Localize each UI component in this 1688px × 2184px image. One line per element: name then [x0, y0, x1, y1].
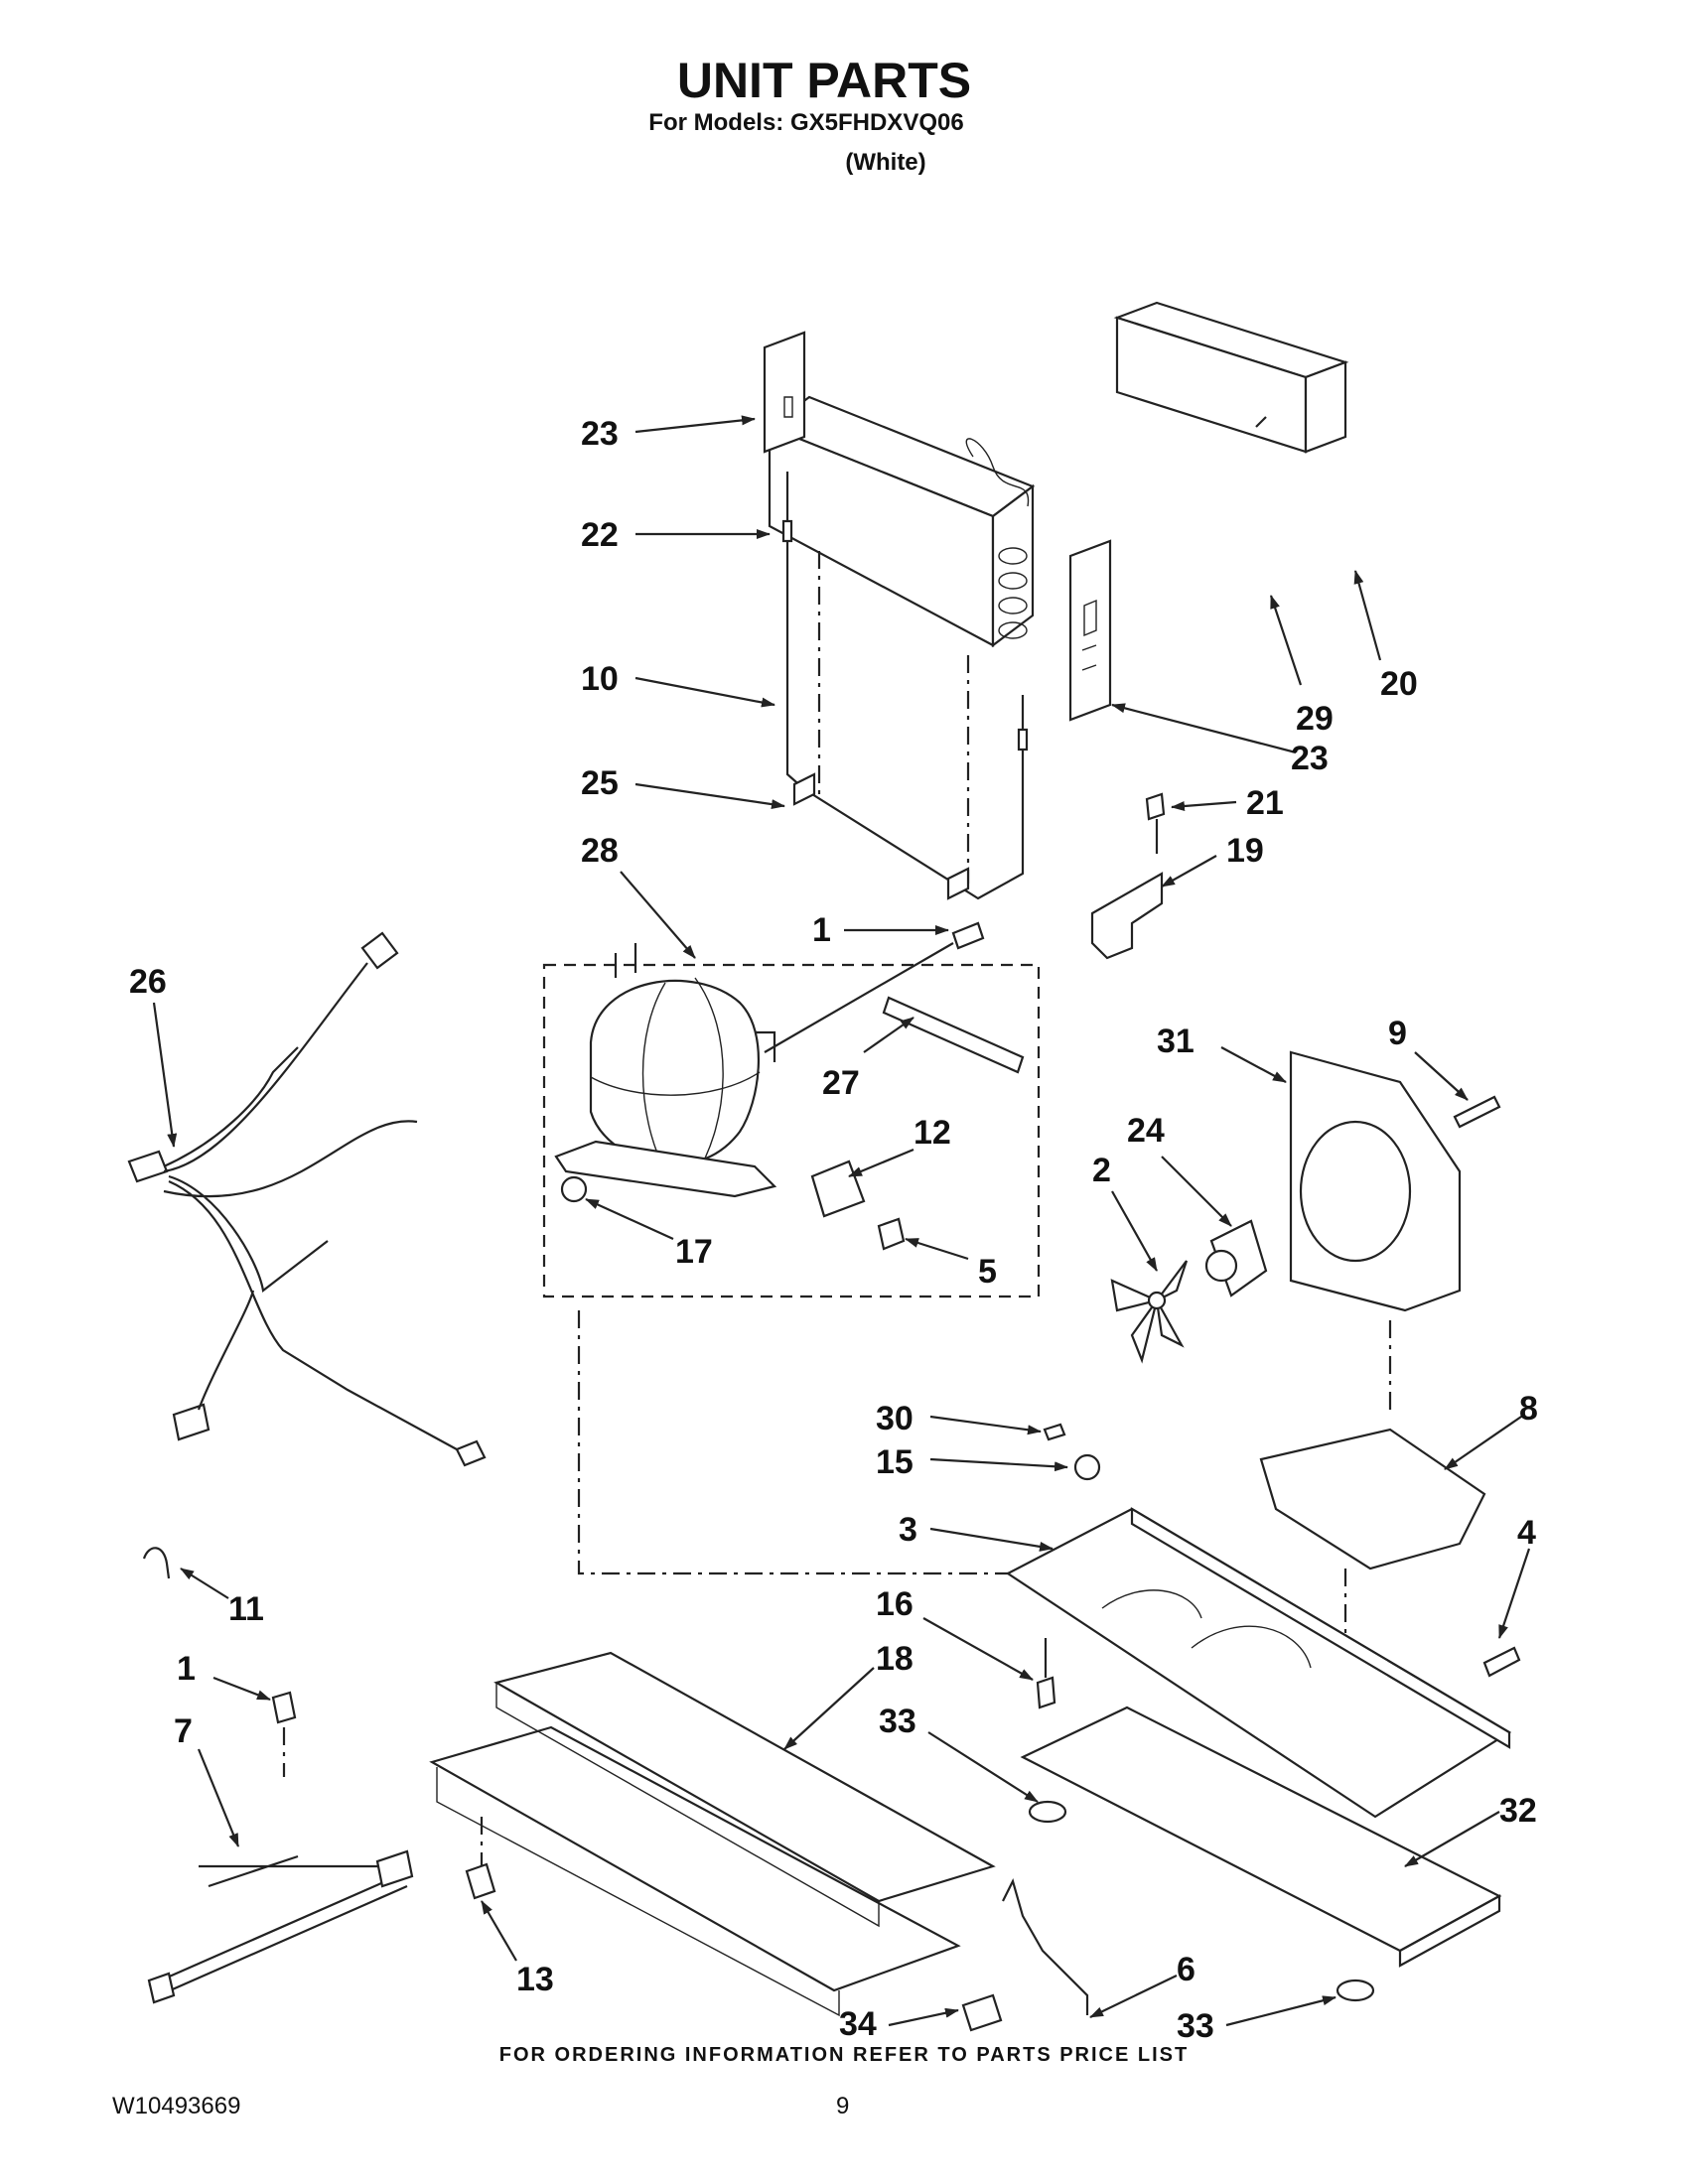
- screw-4: [1482, 1646, 1521, 1678]
- fan-blade: [1110, 1260, 1189, 1364]
- callout-18: 18: [876, 1640, 914, 1678]
- callout-29: 29: [1296, 700, 1334, 738]
- callout-10: 10: [581, 660, 619, 698]
- callout-23-left: 23: [581, 415, 619, 453]
- screw-lower: [271, 1691, 297, 1724]
- callout-33-lower: 33: [1177, 2007, 1214, 2045]
- callout-23-right: 23: [1291, 740, 1329, 777]
- callout-28: 28: [581, 832, 619, 870]
- compressor-assembly-box: [542, 963, 1041, 1298]
- screw-16: [1036, 1676, 1056, 1709]
- callout-30: 30: [876, 1400, 914, 1437]
- callout-4: 4: [1517, 1514, 1536, 1552]
- callout-27: 27: [822, 1064, 860, 1102]
- condenser-coil: [767, 395, 1036, 648]
- base-pan: [1005, 1507, 1512, 1819]
- callout-24: 24: [1127, 1112, 1165, 1150]
- callout-25: 25: [581, 764, 619, 802]
- callout-9: 9: [1388, 1015, 1407, 1052]
- condenser-bracket-right: [1068, 539, 1112, 722]
- shroud-screw: [1255, 416, 1267, 428]
- filter-drier: [882, 996, 1025, 1074]
- condenser-bracket-left: [763, 331, 806, 454]
- models-line: For Models: GX5FHDXVQ06: [648, 109, 964, 136]
- spacer: [1043, 1423, 1066, 1441]
- compressor-tube: [764, 942, 954, 1053]
- callout-1-top: 1: [812, 911, 831, 949]
- wire-harness: [127, 931, 487, 1467]
- drain-wire: [1002, 1877, 1089, 2015]
- page-title: UNIT PARTS: [676, 53, 972, 108]
- callout-3: 3: [899, 1511, 917, 1549]
- callout-8: 8: [1519, 1390, 1538, 1428]
- relay: [810, 1160, 866, 1218]
- callout-32: 32: [1499, 1792, 1537, 1830]
- callout-12: 12: [914, 1114, 951, 1152]
- compressor-mount-line: [577, 1310, 1082, 1575]
- callout-34: 34: [839, 2005, 877, 2043]
- drain-tube: [961, 1993, 1003, 2032]
- leg-33b: [1336, 1979, 1375, 2002]
- compressor: [554, 943, 777, 1198]
- callout-31: 31: [1157, 1023, 1195, 1060]
- clip-13: [465, 1862, 496, 1900]
- callout-1-lower: 1: [177, 1650, 196, 1688]
- fan-bracket: [1259, 1428, 1486, 1570]
- callout-33-upper: 33: [879, 1703, 916, 1740]
- clip-11: [142, 1547, 171, 1579]
- drain-pan: [1020, 1706, 1502, 1968]
- callout-6: 6: [1177, 1951, 1196, 1988]
- callout-22: 22: [581, 516, 619, 554]
- thermistor-harness: [781, 472, 1029, 900]
- screw-top: [951, 921, 985, 950]
- overload-cap: [877, 1217, 906, 1251]
- callout-17: 17: [675, 1233, 713, 1271]
- document-number: W10493669: [112, 2093, 241, 2119]
- callout-2: 2: [1092, 1152, 1111, 1189]
- bracket-assembly: [1090, 792, 1166, 960]
- fan-screw: [1453, 1095, 1501, 1129]
- ground-harness: [147, 1849, 414, 2004]
- callout-26: 26: [129, 963, 167, 1001]
- callout-21: 21: [1246, 784, 1284, 822]
- callout-20: 20: [1380, 665, 1418, 703]
- callout-15: 15: [876, 1443, 914, 1481]
- shroud-panel: [1113, 301, 1349, 454]
- condenser-coil-lower: [429, 1651, 996, 2017]
- color-line: (White): [845, 149, 926, 176]
- callout-labels: 23 22 10 25 28 20 29 23 21 19 1 26 27 12…: [129, 415, 1538, 2045]
- callout-11: 11: [228, 1590, 264, 1628]
- callout-19: 19: [1226, 832, 1264, 870]
- fan-shroud: [1289, 1050, 1462, 1312]
- ordering-note: FOR ORDERING INFORMATION REFER TO PARTS …: [498, 2044, 1190, 2066]
- page-number: 9: [836, 2093, 850, 2119]
- grommet: [560, 1175, 588, 1203]
- leader-lines: [152, 415, 1531, 2027]
- callout-7: 7: [174, 1712, 193, 1750]
- leg-33a: [1028, 1800, 1067, 1824]
- callout-16: 16: [876, 1585, 914, 1623]
- callout-5: 5: [978, 1253, 997, 1291]
- callout-13: 13: [516, 1961, 554, 1998]
- grommet-15: [1073, 1453, 1101, 1481]
